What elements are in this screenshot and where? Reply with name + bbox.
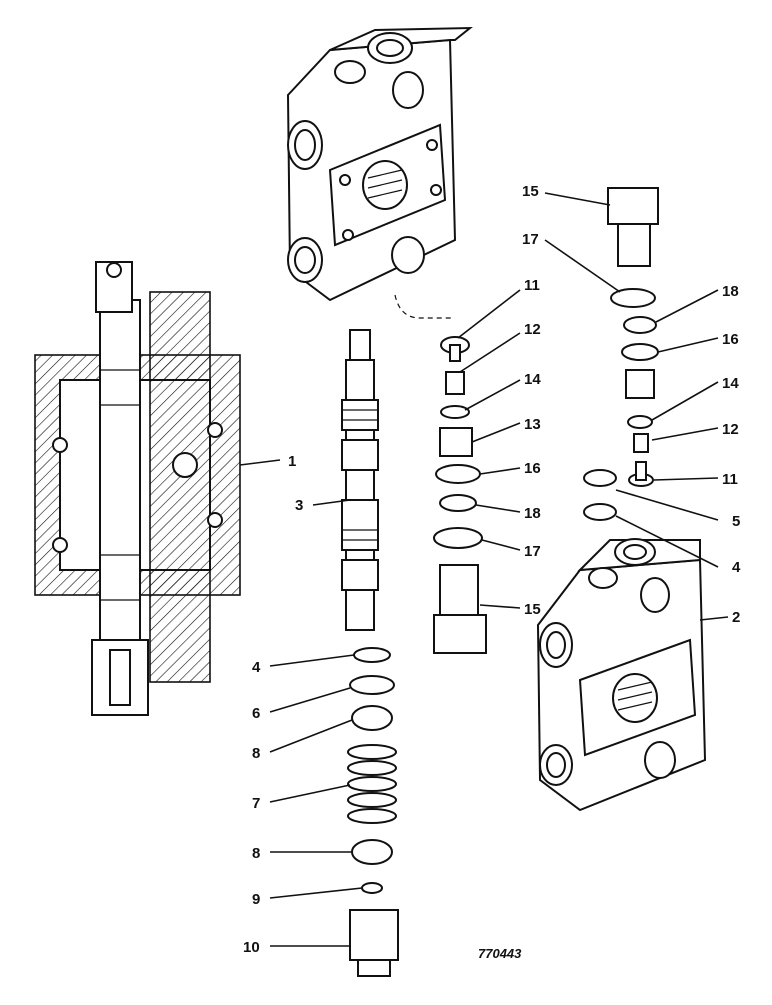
relief-valve-center — [433, 336, 487, 654]
figure-code: 770443 — [478, 946, 522, 961]
callout-16-center: 16 — [524, 460, 541, 477]
spool — [341, 329, 379, 631]
valve-section-view — [34, 261, 241, 716]
callout-11-center: 11 — [524, 277, 540, 294]
seat-13 — [439, 427, 473, 457]
callout-2: 2 — [732, 609, 740, 626]
seat-13-right — [625, 369, 655, 399]
cap-10 — [349, 909, 399, 961]
spring-12 — [445, 371, 465, 395]
callout-18-right: 18 — [722, 283, 739, 300]
washer-6 — [349, 675, 395, 695]
callout-11-right: 11 — [722, 471, 738, 488]
oring-16-right — [621, 343, 659, 361]
callout-17-center: 17 — [524, 543, 541, 560]
callout-8-upper: 8 — [252, 745, 260, 762]
callout-12-center: 12 — [524, 321, 541, 338]
washer-18 — [439, 494, 477, 512]
oring-17-right — [610, 288, 656, 308]
callout-4-spool: 4 — [252, 659, 261, 676]
callout-14-right: 14 — [722, 375, 739, 392]
washer-4 — [353, 647, 391, 663]
callout-13: 13 — [524, 416, 541, 433]
callout-17-right: 17 — [522, 231, 539, 248]
oring-5 — [583, 469, 617, 487]
plug-15-right — [607, 187, 659, 225]
callout-9: 9 — [252, 891, 260, 908]
plug-15 — [439, 564, 479, 621]
callout-10: 10 — [243, 939, 260, 956]
oring-16 — [435, 464, 481, 484]
valve-body-upper — [286, 26, 473, 319]
spring-seat-8-upper — [351, 705, 393, 731]
spring-7 — [347, 744, 397, 824]
spring-assembly — [347, 647, 399, 977]
callout-1: 1 — [288, 453, 296, 470]
callout-6: 6 — [252, 705, 260, 722]
spring-seat-8-lower — [351, 839, 393, 865]
callout-15-right: 15 — [522, 183, 539, 200]
callout-labels: 1 2 3 4 4 5 6 7 8 8 9 10 11 11 12 12 13 … — [243, 183, 741, 956]
callout-4-right: 4 — [732, 559, 741, 576]
leader-lines — [239, 192, 729, 947]
relief-valve-right — [583, 187, 659, 521]
washer-18-right — [623, 316, 657, 334]
callout-15-center: 15 — [524, 601, 541, 618]
ring-14 — [440, 405, 470, 419]
callout-8-lower: 8 — [252, 845, 260, 862]
oring-17 — [433, 527, 483, 549]
callout-12-right: 12 — [722, 421, 739, 438]
callout-14-center: 14 — [524, 371, 541, 388]
callout-7: 7 — [252, 795, 260, 812]
callout-5: 5 — [732, 513, 740, 530]
callout-3: 3 — [295, 497, 303, 514]
valve-body-lower — [536, 538, 707, 812]
ring-9 — [361, 882, 383, 894]
callout-18-center: 18 — [524, 505, 541, 522]
ring-14-right — [627, 415, 653, 429]
callout-16-right: 16 — [722, 331, 739, 348]
spring-12-right — [633, 433, 649, 453]
washer-4-right — [583, 503, 617, 521]
